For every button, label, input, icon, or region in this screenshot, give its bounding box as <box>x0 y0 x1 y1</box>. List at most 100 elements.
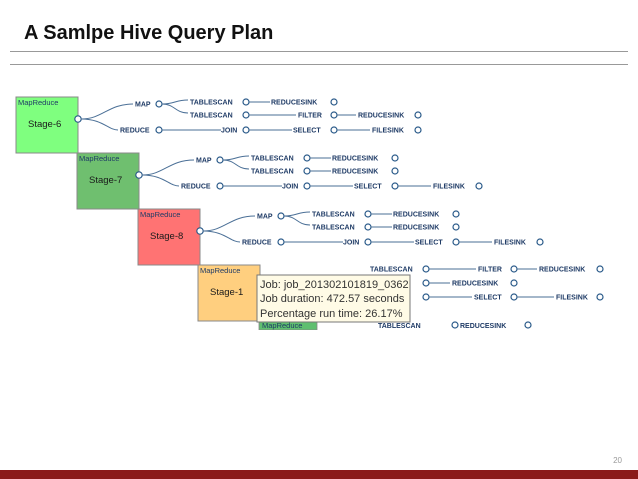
op-node <box>452 223 460 231</box>
op-label: JOIN <box>343 240 359 247</box>
stage-box-3 <box>137 208 201 266</box>
op-node <box>422 293 430 301</box>
op-node <box>155 100 163 108</box>
op-label: TABLESCAN <box>312 212 355 219</box>
op-label: REDUCESINK <box>332 156 378 163</box>
edge-to-reduce <box>141 174 180 187</box>
op-node <box>422 265 430 273</box>
edge-map-tablescan <box>222 155 250 161</box>
edge-map-tablescan <box>222 159 250 170</box>
op-node <box>596 265 604 273</box>
op-node <box>536 238 544 246</box>
stage-name-label: Stage-8 <box>150 231 183 242</box>
op-node <box>475 182 483 190</box>
op-label: JOIN <box>221 128 237 135</box>
edge-to-reduce <box>202 230 241 243</box>
stage-name-label: Stage-7 <box>89 175 122 186</box>
op-label: SELECT <box>354 184 382 191</box>
op-node <box>303 167 311 175</box>
op-label: REDUCESINK <box>452 281 498 288</box>
stage-header-label: MapReduce <box>18 98 58 107</box>
page-number: 20 <box>613 456 622 465</box>
op-node <box>391 182 399 190</box>
edge-to-map <box>202 215 256 232</box>
op-node <box>216 182 224 190</box>
stage-output-node <box>196 227 204 235</box>
op-node <box>330 98 338 106</box>
op-label: FILESINK <box>372 128 404 135</box>
op-label: MAP <box>135 102 151 109</box>
op-label: REDUCESINK <box>393 212 439 219</box>
op-label: REDUCE <box>242 240 272 247</box>
job-tooltip <box>256 274 411 323</box>
op-label: TABLESCAN <box>251 169 294 176</box>
op-node <box>414 111 422 119</box>
op-label: FILESINK <box>556 295 588 302</box>
stage-header-label: MapReduce <box>200 266 240 275</box>
edge-to-reduce <box>80 118 119 131</box>
top-divider <box>10 64 628 65</box>
op-label: TABLESCAN <box>190 113 233 120</box>
op-label: SELECT <box>293 128 321 135</box>
op-node <box>391 167 399 175</box>
op-node <box>452 210 460 218</box>
op-label: FILESINK <box>494 240 526 247</box>
op-node <box>303 154 311 162</box>
op-node <box>330 111 338 119</box>
tooltip-job-id: Job: job_201302101819_0362 <box>260 279 409 291</box>
op-node <box>414 126 422 134</box>
op-node <box>155 126 163 134</box>
op-label: FILTER <box>478 267 502 274</box>
op-label: REDUCE <box>181 184 211 191</box>
op-label: SELECT <box>474 295 502 302</box>
op-label: REDUCESINK <box>332 169 378 176</box>
stage-name-label: Stage-6 <box>28 119 61 130</box>
op-label: TABLESCAN <box>370 267 413 274</box>
edge-map-tablescan <box>283 215 311 226</box>
op-label: SELECT <box>415 240 443 247</box>
op-node <box>277 212 285 220</box>
edge-map-tablescan <box>161 103 189 114</box>
op-label: REDUCESINK <box>460 323 506 330</box>
stage-output-node <box>74 115 82 123</box>
op-node <box>242 98 250 106</box>
stage-header-label: MapReduce <box>262 321 302 330</box>
title-underline <box>10 51 628 52</box>
op-label: TABLESCAN <box>190 100 233 107</box>
op-label: TABLESCAN <box>251 156 294 163</box>
op-node <box>510 265 518 273</box>
edge-map-tablescan <box>161 99 189 105</box>
stage-name-label: Stage-1 <box>210 287 243 298</box>
edge-map-tablescan <box>283 211 311 217</box>
op-label: REDUCESINK <box>393 225 439 232</box>
op-node <box>364 210 372 218</box>
clip-mask <box>255 330 638 340</box>
op-node <box>216 156 224 164</box>
op-label: JOIN <box>282 184 298 191</box>
op-label: FILESINK <box>433 184 465 191</box>
op-node <box>451 321 459 329</box>
op-node <box>277 238 285 246</box>
bottom-accent-bar <box>0 470 638 479</box>
edge-to-map <box>141 159 195 176</box>
op-node <box>364 223 372 231</box>
op-node <box>391 154 399 162</box>
op-node <box>596 293 604 301</box>
op-node <box>242 111 250 119</box>
op-label: FILTER <box>298 113 322 120</box>
edge-to-map <box>80 103 134 120</box>
stage-box-1 <box>15 96 79 154</box>
op-node <box>303 182 311 190</box>
slide-title: A Samlpe Hive Query Plan <box>24 22 274 44</box>
op-label: TABLESCAN <box>378 323 421 330</box>
stage-header-label: MapReduce <box>140 210 180 219</box>
op-label: REDUCESINK <box>271 100 317 107</box>
op-node <box>524 321 532 329</box>
op-node <box>422 279 430 287</box>
op-node <box>242 126 250 134</box>
op-label: REDUCE <box>120 128 150 135</box>
stage-output-node <box>135 171 143 179</box>
op-node <box>510 279 518 287</box>
stage-header-label: MapReduce <box>79 154 119 163</box>
